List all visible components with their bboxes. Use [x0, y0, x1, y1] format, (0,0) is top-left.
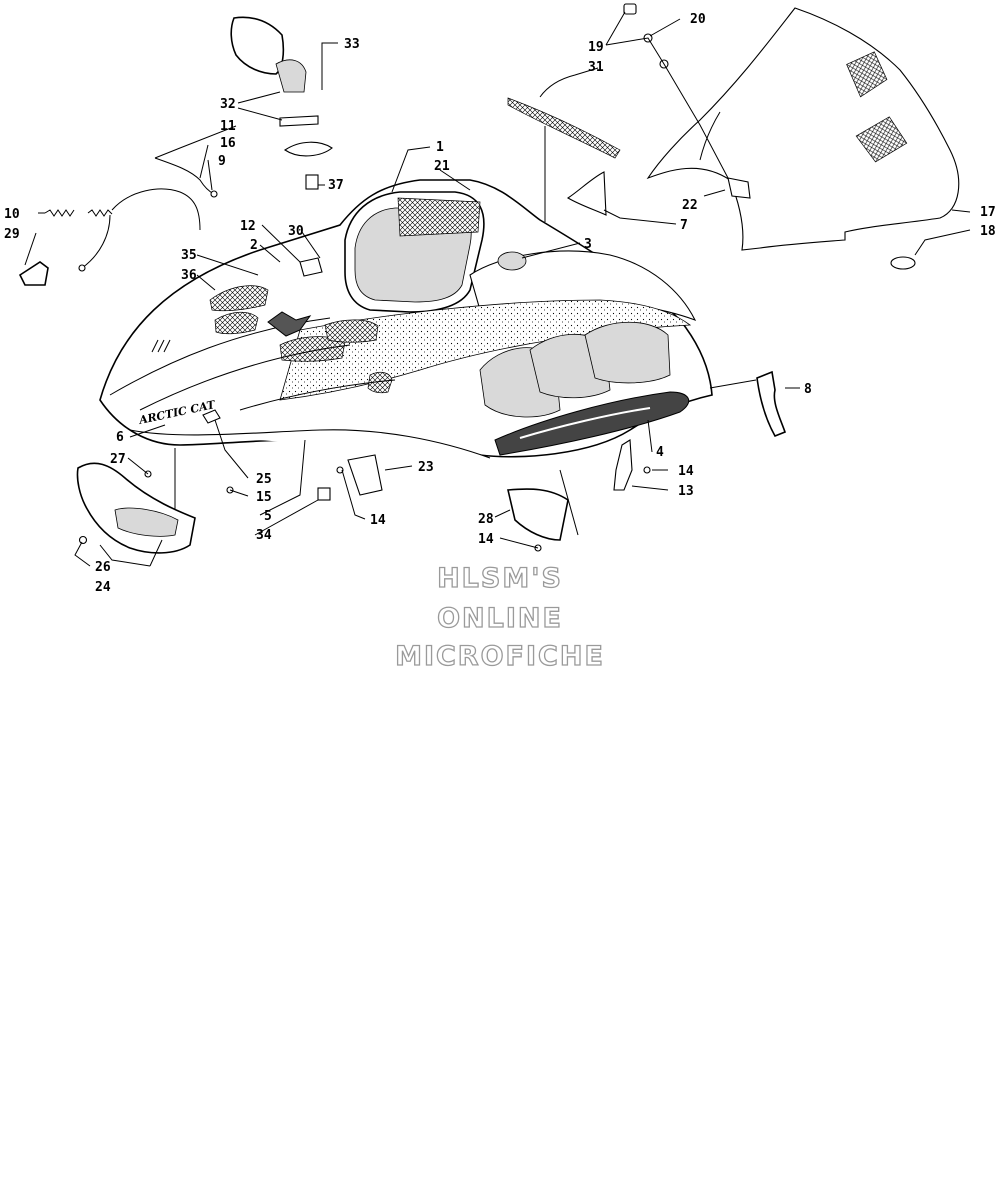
- callout-29: 29: [4, 227, 20, 242]
- callout-4: 4: [656, 445, 664, 460]
- callout-21: 21: [434, 159, 450, 174]
- callout-7: 7: [680, 218, 688, 233]
- callout-18: 18: [980, 224, 996, 239]
- callout-9: 9: [218, 154, 226, 169]
- callout-labels: 1 2 3 4 5 6 7 8 9 10 11 12 13 14 14 14 1…: [4, 12, 996, 595]
- callout-28: 28: [478, 512, 494, 527]
- callout-34: 34: [256, 528, 272, 543]
- callout-25: 25: [256, 472, 272, 487]
- callout-26: 26: [95, 560, 111, 575]
- callout-19: 19: [588, 40, 604, 55]
- small-parts: [18, 3, 916, 554]
- callout-24: 24: [95, 580, 111, 595]
- callout-33: 33: [344, 37, 360, 52]
- callout-30: 30: [288, 224, 304, 239]
- callout-35: 35: [181, 248, 197, 263]
- callout-1: 1: [436, 140, 444, 155]
- callout-6: 6: [116, 430, 124, 445]
- callout-16: 16: [220, 136, 236, 151]
- callout-2: 2: [250, 238, 258, 253]
- callout-14-a: 14: [678, 464, 694, 479]
- mirror-assembly: [230, 16, 333, 190]
- callout-10: 10: [4, 207, 20, 222]
- watermark-line-3: MICROFICHE: [395, 641, 605, 672]
- callout-22: 22: [682, 198, 698, 213]
- windshield: [646, 7, 960, 251]
- callout-12: 12: [240, 219, 256, 234]
- watermark-line-2: ONLINE: [437, 603, 563, 634]
- callout-15: 15: [256, 490, 272, 505]
- callout-20: 20: [690, 12, 706, 27]
- callout-27: 27: [110, 452, 126, 467]
- callout-31: 31: [588, 60, 604, 75]
- watermark: HLSM'S ONLINE MICROFICHE: [394, 562, 605, 672]
- callout-23: 23: [418, 460, 434, 475]
- callout-17: 17: [980, 205, 996, 220]
- callout-14-c: 14: [478, 532, 494, 547]
- callout-3: 3: [584, 237, 592, 252]
- leader-lines: [24, 11, 971, 567]
- callout-37: 37: [328, 178, 344, 193]
- callout-36: 36: [181, 268, 197, 283]
- callout-5: 5: [264, 509, 272, 524]
- hood-assembly: ARCTIC CAT: [99, 179, 713, 459]
- callout-13: 13: [678, 484, 694, 499]
- callout-11: 11: [220, 119, 236, 134]
- callout-32: 32: [220, 97, 236, 112]
- watermark-line-1: HLSM'S: [437, 563, 563, 594]
- callout-14-b: 14: [370, 513, 386, 528]
- callout-8: 8: [804, 382, 812, 397]
